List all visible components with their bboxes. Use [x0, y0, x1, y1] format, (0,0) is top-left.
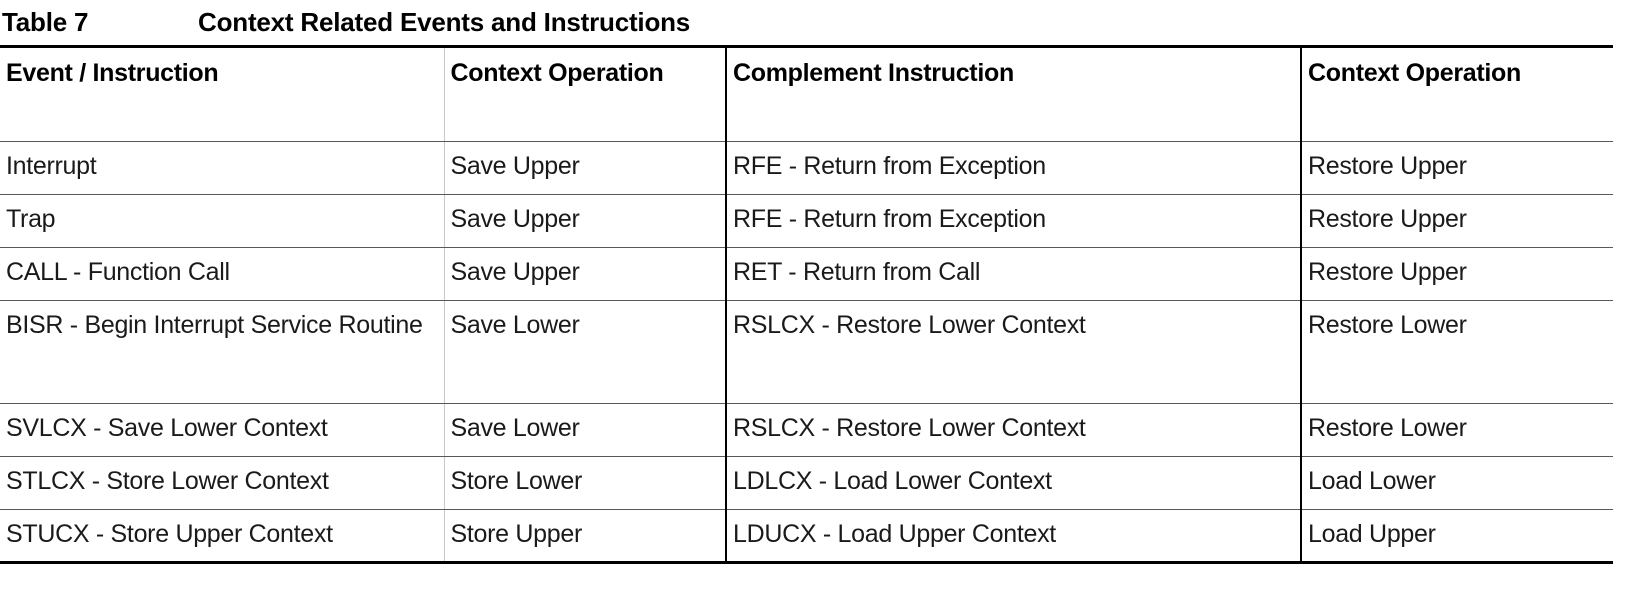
cell-context-operation: Store Upper [443, 509, 726, 564]
table-row: STLCX - Store Lower Context Store Lower … [0, 456, 1613, 510]
cell-complement-context-operation: Load Upper [1300, 509, 1613, 564]
cell-event: BISR - Begin Interrupt Service Routine [0, 300, 444, 404]
column-header-context-operation-2: Context Operation [1300, 45, 1613, 142]
table-row: STUCX - Store Upper Context Store Upper … [0, 509, 1613, 564]
table-number-label: Table 7 [2, 7, 89, 37]
cell-complement-context-operation: Restore Upper [1300, 141, 1613, 195]
cell-complement-context-operation: Restore Lower [1300, 300, 1613, 404]
cell-complement-context-operation: Load Lower [1300, 456, 1613, 510]
cell-event: Trap [0, 194, 444, 248]
cell-complement-instruction: RET - Return from Call [725, 247, 1301, 301]
cell-context-operation: Save Lower [443, 403, 726, 457]
cell-event: SVLCX - Save Lower Context [0, 403, 444, 457]
cell-complement-instruction: RFE - Return from Exception [725, 141, 1301, 195]
cell-context-operation: Store Lower [443, 456, 726, 510]
cell-event: STLCX - Store Lower Context [0, 456, 444, 510]
table-row: SVLCX - Save Lower Context Save Lower RS… [0, 403, 1613, 457]
cell-complement-instruction: LDUCX - Load Upper Context [725, 509, 1301, 564]
table-row: BISR - Begin Interrupt Service Routine S… [0, 300, 1613, 404]
column-header-context-operation-1: Context Operation [443, 45, 726, 142]
cell-complement-context-operation: Restore Lower [1300, 403, 1613, 457]
cell-context-operation: Save Upper [443, 247, 726, 301]
table-row: Interrupt Save Upper RFE - Return from E… [0, 141, 1613, 195]
column-header-complement-instruction: Complement Instruction [725, 45, 1301, 142]
table-caption: Table 7 Context Related Events and Instr… [0, 0, 1637, 45]
cell-complement-context-operation: Restore Upper [1300, 194, 1613, 248]
table-body: Interrupt Save Upper RFE - Return from E… [0, 141, 1613, 564]
cell-context-operation: Save Lower [443, 300, 726, 404]
table-row: Trap Save Upper RFE - Return from Except… [0, 194, 1613, 248]
cell-event: Interrupt [0, 141, 444, 195]
table-title: Context Related Events and Instructions [198, 7, 691, 37]
cell-complement-context-operation: Restore Upper [1300, 247, 1613, 301]
column-header-event-instruction: Event / Instruction [0, 45, 444, 142]
table-row: CALL - Function Call Save Upper RET - Re… [0, 247, 1613, 301]
cell-complement-instruction: RSLCX - Restore Lower Context [725, 300, 1301, 404]
table-header: Event / Instruction Context Operation Co… [0, 45, 1613, 142]
context-events-table: Event / Instruction Context Operation Co… [0, 45, 1613, 564]
cell-complement-instruction: RSLCX - Restore Lower Context [725, 403, 1301, 457]
table-header-row: Event / Instruction Context Operation Co… [0, 45, 1613, 142]
cell-context-operation: Save Upper [443, 194, 726, 248]
cell-complement-instruction: LDLCX - Load Lower Context [725, 456, 1301, 510]
cell-event: CALL - Function Call [0, 247, 444, 301]
cell-context-operation: Save Upper [443, 141, 726, 195]
cell-event: STUCX - Store Upper Context [0, 509, 444, 564]
cell-complement-instruction: RFE - Return from Exception [725, 194, 1301, 248]
